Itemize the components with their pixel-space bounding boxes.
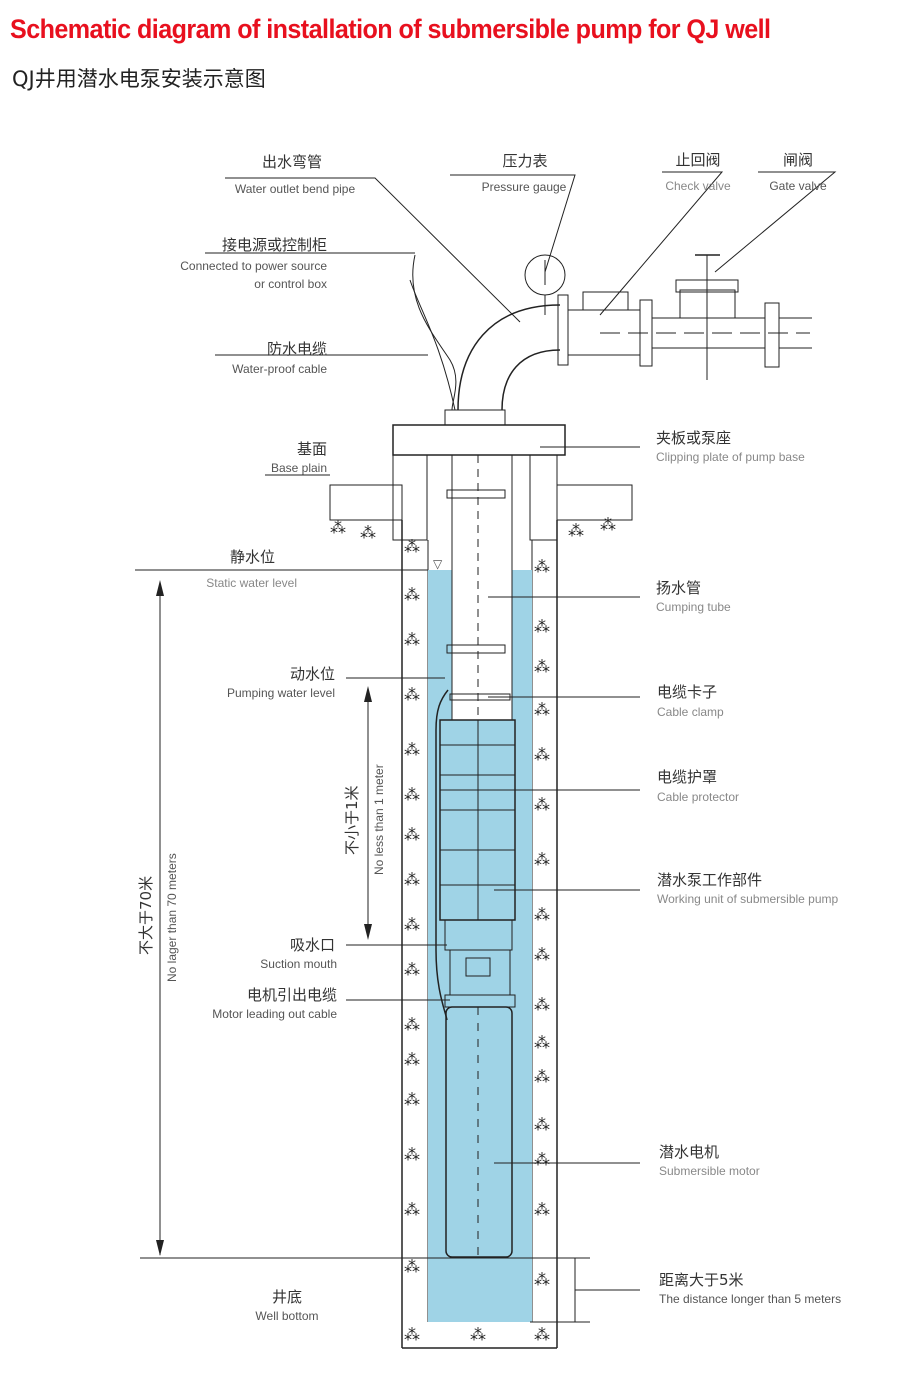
label-cable-clamp-en: Cable clamp [657, 705, 724, 719]
svg-text:⁂: ⁂ [534, 995, 550, 1014]
label-power-cn: 接电源或控制柜 [222, 236, 327, 254]
svg-text:⁂: ⁂ [534, 657, 550, 676]
outlet-bend-pipe [457, 254, 812, 411]
label-pressure-gauge-cn: 压力表 [502, 152, 547, 170]
label-clip-plate-en: Clipping plate of pump base [656, 450, 805, 464]
label-well-bottom-en: Well bottom [255, 1309, 318, 1323]
label-base-en: Base plain [271, 461, 327, 475]
label-depth-1-cn: 不小于1米 [343, 785, 361, 855]
pump-working-unit [439, 719, 516, 1008]
svg-text:⁂: ⁂ [534, 945, 550, 964]
svg-text:⁂: ⁂ [534, 1067, 550, 1086]
svg-text:▽: ▽ [433, 557, 443, 571]
label-power-en2: or control box [254, 277, 327, 291]
svg-text:⁂: ⁂ [534, 1325, 550, 1344]
label-motor-cable-en: Motor leading out cable [212, 1007, 337, 1021]
svg-text:⁂: ⁂ [534, 700, 550, 719]
svg-text:⁂: ⁂ [404, 785, 420, 804]
label-tube-en: Cumping tube [656, 600, 731, 614]
label-cable-clamp-cn: 电缆卡子 [657, 683, 717, 701]
label-depth-70-cn: 不大于70米 [137, 876, 155, 955]
svg-text:⁂: ⁂ [534, 795, 550, 814]
svg-text:⁂: ⁂ [534, 745, 550, 764]
submersible-motor [445, 1006, 513, 1258]
svg-text:⁂: ⁂ [534, 1115, 550, 1134]
svg-text:⁂: ⁂ [568, 521, 584, 540]
svg-text:⁂: ⁂ [404, 740, 420, 759]
label-pumping-level-en: Pumping water level [227, 686, 335, 700]
svg-text:⁂: ⁂ [404, 537, 420, 556]
label-distance-cn: 距离大于5米 [659, 1271, 744, 1289]
svg-text:⁂: ⁂ [404, 1145, 420, 1164]
label-motor-en: Submersible motor [659, 1164, 760, 1178]
label-check-valve-en: Check valve [665, 179, 731, 193]
svg-text:⁂: ⁂ [404, 1050, 420, 1069]
svg-text:⁂: ⁂ [404, 960, 420, 979]
svg-text:⁂: ⁂ [534, 557, 550, 576]
svg-text:⁂: ⁂ [534, 905, 550, 924]
page-subtitle: QJ井用潜水电泵安装示意图 [12, 67, 266, 91]
label-clip-plate-cn: 夹板或泵座 [656, 429, 731, 447]
label-outlet-pipe-cn: 出水弯管 [262, 153, 322, 171]
svg-text:⁂: ⁂ [404, 1015, 420, 1034]
svg-text:⁂: ⁂ [534, 850, 550, 869]
svg-text:⁂: ⁂ [404, 825, 420, 844]
label-motor-cn: 潜水电机 [659, 1143, 719, 1161]
page-title: Schematic diagram of installation of sub… [10, 14, 771, 44]
label-cable-cn: 防水电缆 [267, 340, 327, 358]
svg-text:⁂: ⁂ [404, 1200, 420, 1219]
label-distance-en: The distance longer than 5 meters [659, 1292, 841, 1306]
label-well-bottom-cn: 井底 [272, 1288, 302, 1306]
label-tube-cn: 扬水管 [656, 579, 701, 597]
label-suction-cn: 吸水口 [290, 936, 335, 954]
svg-text:⁂: ⁂ [330, 518, 346, 537]
svg-text:⁂: ⁂ [360, 523, 376, 542]
label-power-en1: Connected to power source [180, 259, 327, 273]
label-static-level-en: Static water level [206, 576, 297, 590]
concrete-marks: ⁂ ⁂ ⁂ ⁂ ⁂ ⁂ ⁂ ⁂ ⁂ ⁂ ⁂ ⁂ ⁂ ⁂ ⁂ ⁂ ⁂ ⁂ ⁂ ⁂ ⁂ ⁂ ⁂ ⁂ ⁂ ⁂ ⁂ ⁂ ⁂ ⁂ ⁂ ⁂ ⁂ ⁂ ⁂ ⁂ ⁂ ⁂… [330, 515, 616, 1344]
svg-text:⁂: ⁂ [404, 1325, 420, 1344]
label-base-cn: 基面 [297, 440, 327, 458]
svg-text:⁂: ⁂ [404, 1257, 420, 1276]
riser-pipe [446, 454, 513, 721]
svg-text:⁂: ⁂ [404, 585, 420, 604]
svg-text:⁂: ⁂ [404, 685, 420, 704]
pressure-gauge-icon [524, 254, 566, 315]
label-pressure-gauge-en: Pressure gauge [482, 180, 567, 194]
svg-text:⁂: ⁂ [404, 870, 420, 889]
depth-arrow-70m [156, 580, 164, 1256]
waterproof-cable [412, 254, 457, 411]
label-working-unit-en: Working unit of submersible pump [657, 892, 839, 906]
svg-text:⁂: ⁂ [534, 617, 550, 636]
label-gate-valve-cn: 闸阀 [783, 151, 813, 169]
svg-text:⁂: ⁂ [534, 1270, 550, 1289]
depth-arrow-1m [364, 686, 372, 940]
svg-text:⁂: ⁂ [534, 1200, 550, 1219]
label-depth-1-en: No less than 1 meter [372, 764, 386, 875]
label-pumping-level-cn: 动水位 [290, 665, 335, 683]
svg-text:⁂: ⁂ [404, 630, 420, 649]
label-depth-70-en: No lager than 70 meters [165, 853, 179, 982]
svg-text:⁂: ⁂ [404, 1090, 420, 1109]
label-suction-en: Suction mouth [260, 957, 337, 971]
leader-lines [205, 171, 837, 1322]
label-motor-cable-cn: 电机引出电缆 [247, 986, 337, 1004]
label-cable-protector-cn: 电缆护罩 [657, 768, 717, 786]
label-gate-valve-en: Gate valve [769, 179, 827, 193]
label-outlet-pipe-en: Water outlet bend pipe [235, 182, 356, 196]
label-check-valve-cn: 止回阀 [675, 151, 720, 169]
label-cable-protector-en: Cable protector [657, 790, 739, 804]
label-static-level-cn: 静水位 [230, 548, 275, 566]
svg-text:⁂: ⁂ [404, 915, 420, 934]
svg-text:⁂: ⁂ [470, 1325, 486, 1344]
svg-text:⁂: ⁂ [600, 515, 616, 534]
label-cable-en: Water-proof cable [232, 362, 327, 376]
label-working-unit-cn: 潜水泵工作部件 [657, 871, 762, 889]
svg-text:⁂: ⁂ [534, 1033, 550, 1052]
svg-text:⁂: ⁂ [534, 1150, 550, 1169]
pump-base-plate [392, 424, 566, 456]
